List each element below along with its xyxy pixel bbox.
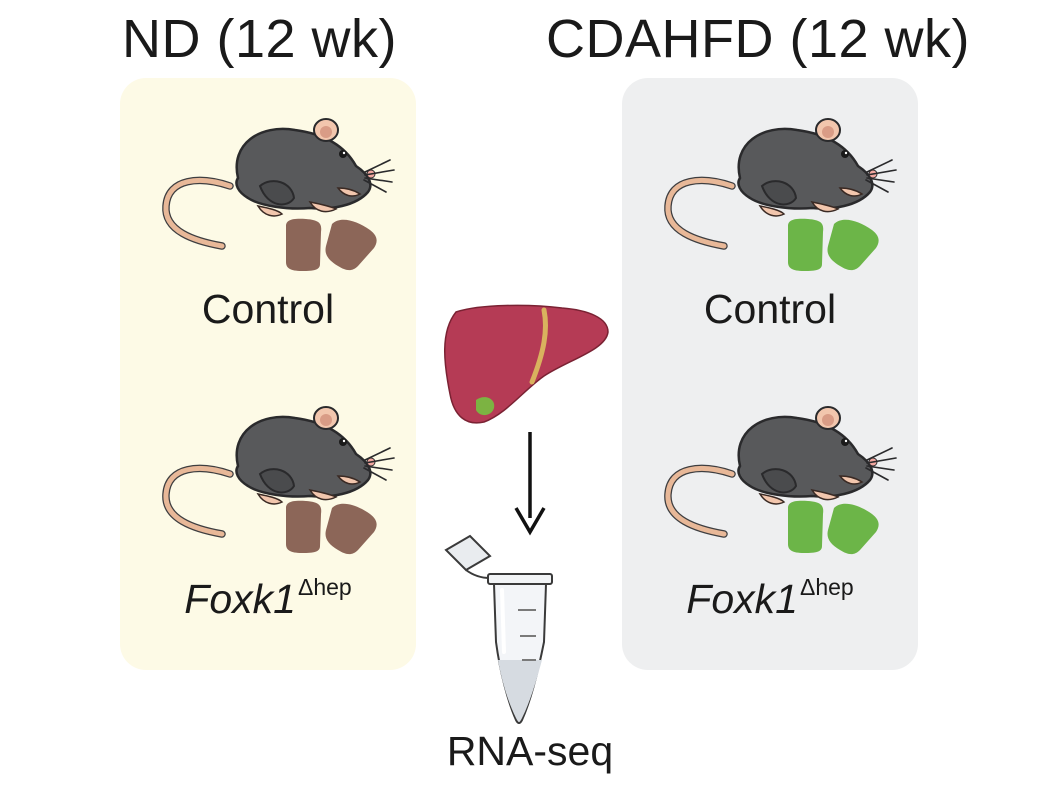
normal-diet-chow-icon	[286, 500, 377, 555]
genotype-superscript: Δhep	[297, 574, 352, 600]
tube-icon	[444, 534, 553, 724]
control-mouse-normal-diet	[160, 116, 400, 296]
gallbladder-icon	[476, 397, 495, 416]
control-label: Control	[703, 286, 837, 332]
group-title-normal-diet: ND (12 wk)	[122, 9, 398, 69]
foxk1-knockout-label: Foxk1Δhep	[622, 574, 918, 623]
normal-diet-panel: Control Foxk1Δhep	[120, 78, 416, 670]
foxk1-knockout-label: Foxk1Δhep	[120, 574, 416, 623]
genotype-name: Foxk1	[686, 576, 798, 622]
arrow-down-icon	[514, 432, 546, 536]
genotype-superscript: Δhep	[799, 574, 854, 600]
normal-diet-chow-icon	[286, 218, 377, 271]
cdahfd-chow-icon	[788, 218, 879, 271]
group-title-cdahfd: CDAHFD (12 wk)	[546, 9, 971, 69]
knockout-mouse-normal-diet	[160, 404, 400, 584]
cdahfd-panel: Control Foxk1Δhep	[622, 78, 918, 670]
knockout-mouse-cdahfd	[662, 404, 902, 584]
rna-seq-label: RNA-seq	[446, 728, 614, 774]
control-mouse-cdahfd	[662, 116, 902, 296]
liver-icon	[444, 304, 609, 424]
cdahfd-chow-icon	[788, 500, 879, 555]
control-label: Control	[201, 286, 335, 332]
genotype-name: Foxk1	[184, 576, 296, 622]
